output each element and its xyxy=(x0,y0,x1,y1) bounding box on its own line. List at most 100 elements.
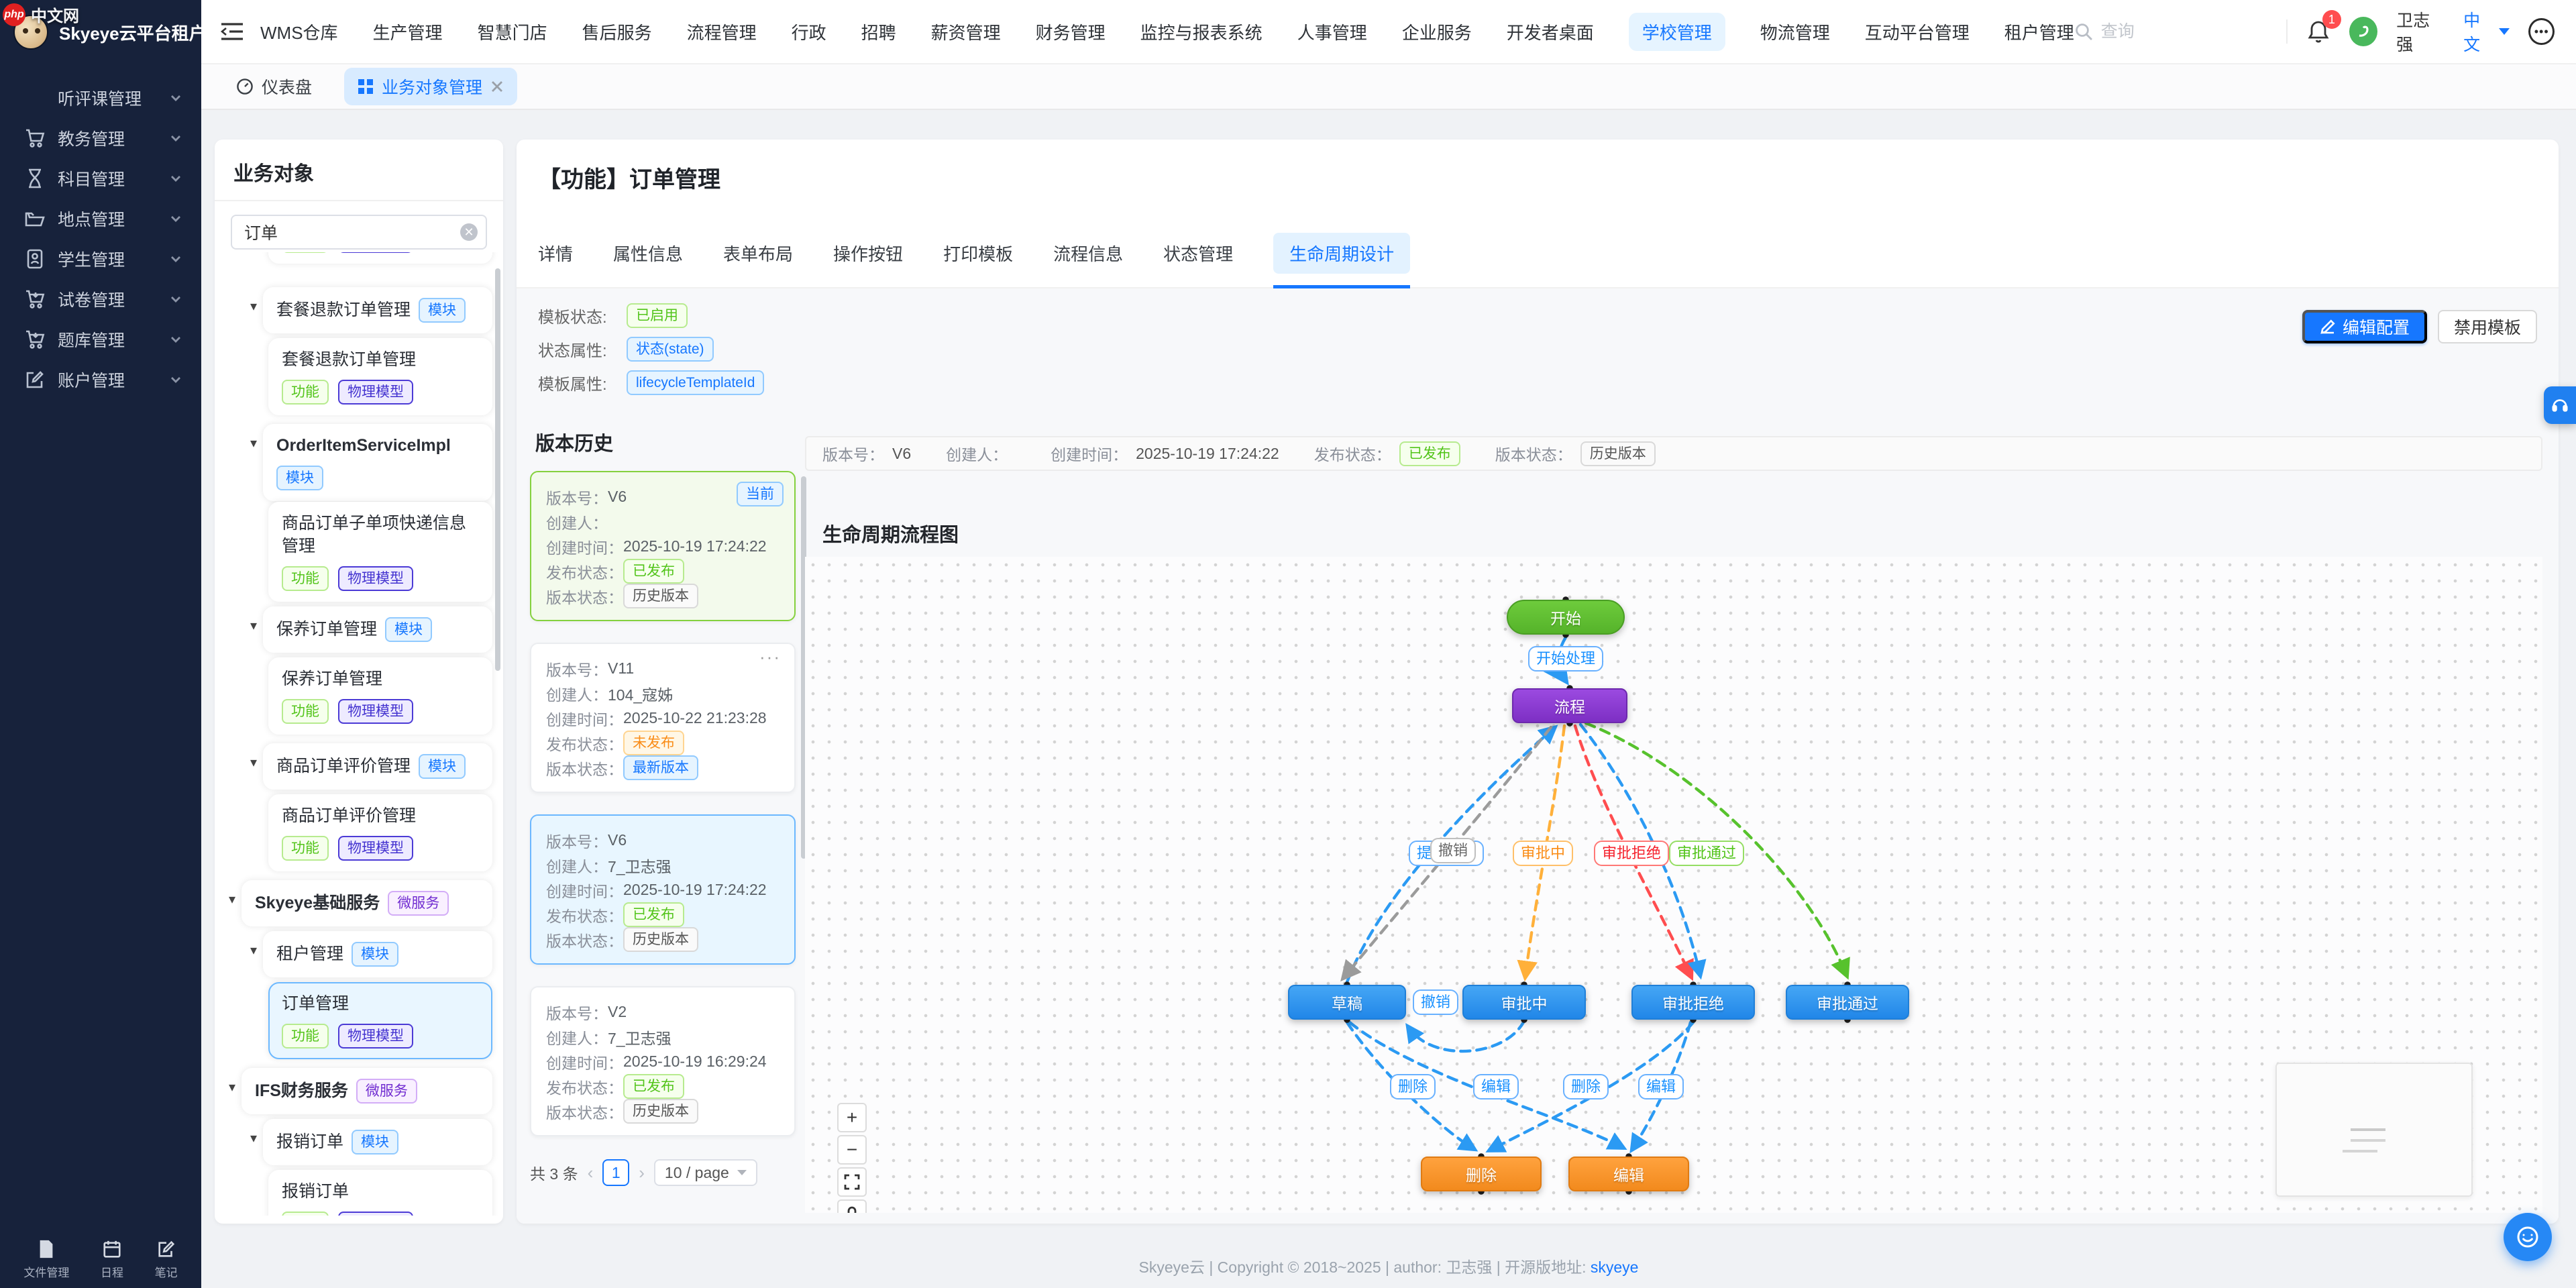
nav-item-after-sales[interactable]: 售后服务 xyxy=(582,22,652,43)
flow-node-edit[interactable]: 编辑 xyxy=(1568,1157,1689,1191)
edge-label-start-handle[interactable]: 开始处理 xyxy=(1527,646,1604,672)
sidebar-item-students[interactable]: 学生管理 xyxy=(0,239,201,279)
tab-workflow-info[interactable]: 流程信息 xyxy=(1053,244,1124,264)
chat-more-icon[interactable]: ••• xyxy=(2528,18,2555,45)
tab-print-template[interactable]: 打印模板 xyxy=(943,244,1014,264)
nav-item-smart-store[interactable]: 智慧门店 xyxy=(477,22,547,43)
nav-item-recruiting[interactable]: 招聘 xyxy=(861,22,896,43)
flow-node-reviewing[interactable]: 审批中 xyxy=(1462,985,1586,1020)
tab-attributes[interactable]: 属性信息 xyxy=(613,244,684,264)
brand[interactable]: Skyeye云平台租户 xyxy=(0,0,207,64)
tab-detail[interactable]: 详情 xyxy=(538,244,574,264)
tab-dashboard[interactable]: 仪表盘 xyxy=(223,68,325,105)
sidebar-item-locations[interactable]: 地点管理 xyxy=(0,199,201,239)
minimap[interactable] xyxy=(2275,1063,2473,1197)
clear-search-icon[interactable]: ✕ xyxy=(460,223,478,241)
card-menu-icon[interactable]: ··· xyxy=(759,647,781,667)
zoom-out-button[interactable]: − xyxy=(837,1135,867,1165)
tree-module-expense-order[interactable]: ▾ 报销订单模块 xyxy=(215,1119,492,1165)
tab-action-buttons[interactable]: 操作按钮 xyxy=(833,244,904,264)
flow-node-draft[interactable]: 草稿 xyxy=(1288,985,1406,1020)
nav-item-school[interactable]: 学校管理 xyxy=(1628,12,1725,51)
edge-label-revoke[interactable]: 撤销 xyxy=(1430,838,1477,863)
nav-item-finance[interactable]: 财务管理 xyxy=(1035,22,1106,43)
nav-item-production[interactable]: 生产管理 xyxy=(372,22,443,43)
tree-leaf-order-subitem-express[interactable]: 商品订单子单项快递信息管理 功能物理模型 xyxy=(215,502,492,602)
edge-label-delete[interactable]: 删除 xyxy=(1389,1074,1436,1099)
page-size-select[interactable]: 10 / page xyxy=(653,1159,757,1186)
flow-node-delete[interactable]: 删除 xyxy=(1421,1157,1542,1191)
nav-item-interactive[interactable]: 互动平台管理 xyxy=(1864,22,1970,43)
support-widget-tab[interactable] xyxy=(2544,386,2576,424)
edge-label-edit[interactable]: 编辑 xyxy=(1638,1074,1684,1099)
tree-leaf-partial[interactable]: 功能 物理模型 xyxy=(215,252,492,264)
tree-leaf-maintenance-order[interactable]: 保养订单管理 功能物理模型 xyxy=(215,657,492,735)
tree-service-skyeye-base[interactable]: ▾ Skyeye基础服务微服务 xyxy=(215,880,492,926)
tree-leaf-order-review[interactable]: 商品订单评价管理 功能物理模型 xyxy=(215,794,492,871)
caret-down-icon[interactable]: ▾ xyxy=(250,755,258,770)
zoom-in-button[interactable]: + xyxy=(837,1103,867,1132)
tree-module-package-refund[interactable]: ▾ 套餐退款订单管理模块 xyxy=(215,287,492,333)
global-search[interactable] xyxy=(2074,21,2267,42)
next-page-button[interactable]: › xyxy=(639,1162,645,1183)
tree-service-ifs-finance[interactable]: ▾ IFS财务服务微服务 xyxy=(215,1068,492,1114)
nav-item-admin[interactable]: 行政 xyxy=(791,22,826,43)
caret-down-icon[interactable]: ▾ xyxy=(250,1131,258,1146)
edge-label-reviewing[interactable]: 审批中 xyxy=(1512,841,1574,866)
version-card-selected[interactable]: 版本号：V6 创建人：7_卫志强 创建时间：2025-10-19 17:24:2… xyxy=(530,814,796,965)
disable-template-button[interactable]: 禁用模板 xyxy=(2437,310,2537,343)
notifications-button[interactable]: 1 xyxy=(2306,10,2341,44)
close-icon[interactable] xyxy=(490,80,504,93)
language-switch[interactable]: 中文 xyxy=(2463,7,2510,56)
tab-lifecycle-design[interactable]: 生命周期设计 xyxy=(1273,218,1411,289)
tree-leaf-order-mgmt-selected[interactable]: 订单管理 功能物理模型 xyxy=(215,982,492,1059)
prev-page-button[interactable]: ‹ xyxy=(587,1162,594,1183)
caret-down-icon[interactable]: ▾ xyxy=(250,943,258,958)
tab-business-object-mgmt[interactable]: 业务对象管理 xyxy=(344,68,518,105)
tree-module-order-review[interactable]: ▾ 商品订单评价管理模块 xyxy=(215,743,492,790)
nav-item-dev-desktop[interactable]: 开发者桌面 xyxy=(1506,22,1594,43)
schedule-shortcut[interactable]: 日程 xyxy=(101,1239,123,1280)
collapse-menu-icon[interactable] xyxy=(220,21,244,42)
flow-node-start[interactable]: 开始 xyxy=(1507,600,1625,635)
flow-node-approved[interactable]: 审批通过 xyxy=(1786,985,1909,1020)
fit-view-button[interactable] xyxy=(837,1167,867,1197)
edge-label-delete[interactable]: 删除 xyxy=(1562,1074,1609,1099)
edge-label-rejected[interactable]: 审批拒绝 xyxy=(1593,841,1670,866)
tree-search-input[interactable] xyxy=(231,215,487,250)
sidebar-item-subjects[interactable]: 科目管理 xyxy=(0,158,201,199)
caret-down-icon[interactable]: ▾ xyxy=(228,1080,236,1095)
search-input[interactable] xyxy=(2100,21,2249,42)
version-card[interactable]: 当前 版本号：V6 创建人： 创建时间：2025-10-19 17:24:22 … xyxy=(530,471,796,621)
nav-item-tenant[interactable]: 租户管理 xyxy=(2004,22,2074,43)
nav-item-payroll[interactable]: 薪资管理 xyxy=(930,22,1001,43)
nav-item-wms[interactable]: WMS仓库 xyxy=(260,22,338,43)
sidebar-item-exams[interactable]: 试卷管理 xyxy=(0,279,201,319)
tab-state-mgmt[interactable]: 状态管理 xyxy=(1163,244,1234,264)
caret-down-icon[interactable]: ▾ xyxy=(250,299,258,314)
lock-button[interactable] xyxy=(837,1199,867,1213)
nav-item-workflow[interactable]: 流程管理 xyxy=(686,22,757,43)
version-scrollbar[interactable] xyxy=(801,476,806,859)
sidebar-item-question-bank[interactable]: 题库管理 xyxy=(0,319,201,360)
edge-label-approved[interactable]: 审批通过 xyxy=(1668,841,1745,866)
notes-shortcut[interactable]: 笔记 xyxy=(155,1239,178,1280)
sidebar-item-listen-review[interactable]: 听评课管理 xyxy=(0,78,201,118)
nav-item-hr[interactable]: 人事管理 xyxy=(1297,22,1367,43)
tree-leaf-package-refund[interactable]: 套餐退款订单管理 功能物理模型 xyxy=(215,338,492,415)
tree-scrollbar[interactable] xyxy=(495,268,500,671)
lifecycle-canvas[interactable]: 开始 流程 草稿 审批中 审批拒绝 审批通过 删除 编辑 开始处理 提交审批 撤… xyxy=(805,557,2542,1213)
edge-label-edit[interactable]: 编辑 xyxy=(1472,1074,1519,1099)
version-card[interactable]: 版本号：V2 创建人：7_卫志强 创建时间：2025-10-19 16:29:2… xyxy=(530,986,796,1136)
sidebar-item-academic[interactable]: 教务管理 xyxy=(0,118,201,158)
caret-down-icon[interactable]: ▾ xyxy=(250,436,258,451)
flow-node-process[interactable]: 流程 xyxy=(1512,688,1627,723)
page-number[interactable]: 1 xyxy=(602,1159,630,1186)
nav-item-monitoring[interactable]: 监控与报表系统 xyxy=(1140,22,1263,43)
sidebar-item-accounts[interactable]: 账户管理 xyxy=(0,360,201,400)
nav-item-logistics[interactable]: 物流管理 xyxy=(1760,22,1830,43)
tree-module-maintenance-order[interactable]: ▾ 保养订单管理模块 xyxy=(215,606,492,653)
file-manager-shortcut[interactable]: 文件管理 xyxy=(23,1239,69,1280)
